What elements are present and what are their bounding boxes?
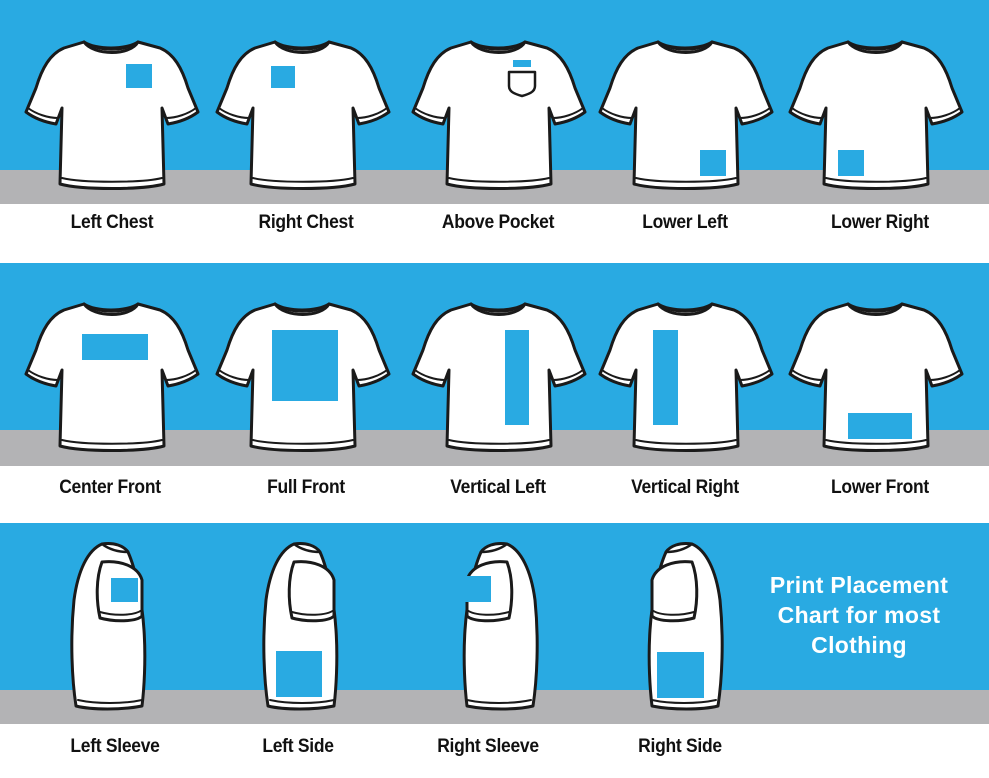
placement-vertical-right xyxy=(596,300,776,460)
placement-label: Left Side xyxy=(262,736,334,757)
print-area xyxy=(111,578,138,602)
placement-vertical-left xyxy=(409,300,589,460)
print-area xyxy=(82,334,148,360)
placement-right-chest xyxy=(213,38,393,198)
placement-label: Center Front xyxy=(59,477,161,498)
print-area xyxy=(276,651,322,697)
print-area xyxy=(848,413,912,439)
placement-left-side xyxy=(254,540,354,715)
placement-center-front xyxy=(22,300,202,460)
print-area xyxy=(838,150,864,176)
print-area xyxy=(653,330,678,425)
placement-left-chest xyxy=(22,38,202,198)
print-area xyxy=(271,66,295,88)
tshirt-front-icon xyxy=(788,40,964,190)
placement-label: Lower Right xyxy=(831,212,929,233)
tshirt-front-icon xyxy=(411,40,587,190)
placement-right-side xyxy=(632,540,732,715)
tshirt-front-icon xyxy=(788,302,964,452)
placement-label: Vertical Right xyxy=(631,477,739,498)
placement-label: Above Pocket xyxy=(441,212,555,233)
placement-label: Left Chest xyxy=(70,212,154,233)
placement-full-front xyxy=(213,300,393,460)
placement-label: Lower Front xyxy=(831,477,929,498)
print-area xyxy=(657,652,704,698)
tshirt-front-icon xyxy=(411,302,587,452)
print-area xyxy=(505,330,529,425)
placement-label: Left Sleeve xyxy=(70,736,160,757)
tshirt-front-icon xyxy=(24,302,200,452)
placement-label: Right Sleeve xyxy=(437,736,539,757)
print-area xyxy=(272,330,338,401)
print-area xyxy=(700,150,726,176)
placement-right-sleeve xyxy=(447,540,547,715)
tshirt-side-icon xyxy=(462,542,539,711)
tshirt-front-icon xyxy=(598,302,774,452)
placement-lower-front xyxy=(786,300,966,460)
placement-label: Right Chest xyxy=(258,212,354,233)
placement-lower-right xyxy=(786,38,966,198)
print-area xyxy=(465,576,491,602)
placement-above-pocket xyxy=(409,38,589,198)
tshirt-front-icon xyxy=(215,40,391,190)
placement-label: Lower Left xyxy=(642,212,728,233)
placement-left-sleeve xyxy=(62,540,162,715)
tshirt-front-icon xyxy=(24,40,200,190)
placement-label: Full Front xyxy=(267,477,345,498)
placement-label: Vertical Left xyxy=(450,477,546,498)
placement-lower-left xyxy=(596,38,776,198)
placement-label: Right Side xyxy=(638,736,722,757)
print-area xyxy=(126,64,152,88)
tshirt-side-icon xyxy=(70,542,147,711)
tshirt-front-icon xyxy=(598,40,774,190)
print-area xyxy=(513,60,531,67)
chart-title: Print Placement Chart for most Clothing xyxy=(769,572,949,658)
